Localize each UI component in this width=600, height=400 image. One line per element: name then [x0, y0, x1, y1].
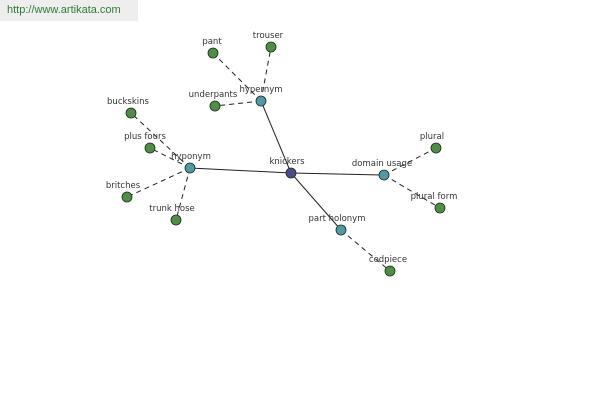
node-codpiece[interactable]: codpiece [369, 255, 407, 277]
leaf-node-circle[interactable] [384, 265, 396, 277]
leaf-node-circle[interactable] [144, 142, 156, 154]
relation-node-circle[interactable] [378, 169, 390, 181]
node-knickers[interactable]: knickers [269, 157, 305, 179]
node-trunk-hose[interactable]: trunk hose [149, 204, 195, 226]
edge-hyponym-britches [126, 167, 191, 198]
relation-node-label: part holonym [309, 214, 366, 224]
leaf-node-label: plus fours [124, 132, 166, 142]
graph-edges [126, 46, 441, 272]
site-url-link[interactable]: http://www.artikata.com [7, 4, 121, 16]
edge-hyponym-plus-fours [149, 147, 191, 169]
leaf-node-label: codpiece [369, 255, 407, 265]
leaf-node-circle[interactable] [430, 142, 442, 154]
relation-node-label: domain usage [352, 159, 412, 169]
leaf-node-circle[interactable] [207, 47, 219, 59]
node-plural-form[interactable]: plural form [411, 192, 458, 214]
relation-node-circle[interactable] [335, 224, 347, 236]
node-pant[interactable]: pant [202, 37, 222, 59]
leaf-node-label: trunk hose [149, 204, 194, 214]
leaf-node-circle[interactable] [265, 41, 277, 53]
node-hypernym[interactable]: hypernym [239, 85, 283, 107]
edge-hypernym-underpants [214, 100, 262, 107]
relation-node-circle[interactable] [255, 95, 267, 107]
leaf-node-circle[interactable] [170, 214, 182, 226]
edge-hypernym-pant [212, 52, 262, 102]
node-part-holonym[interactable]: part holonym [309, 214, 366, 236]
node-britches[interactable]: britches [106, 181, 141, 203]
edge-hypernym-trouser [260, 46, 272, 102]
leaf-node-circle[interactable] [434, 202, 446, 214]
edge-domain-usage-plural [383, 147, 437, 176]
node-plural[interactable]: plural [420, 132, 444, 154]
edge-hyponym-buckskins [130, 112, 191, 169]
relation-node-label: hypernym [239, 85, 282, 95]
leaf-node-label: britches [106, 181, 141, 191]
node-hyponym[interactable]: hyponym [171, 152, 211, 174]
leaf-node-label: underpants [189, 90, 238, 100]
node-trouser[interactable]: trouser [253, 31, 284, 53]
graph-nodes: pant trouser underpants buckskins plus fours… [106, 31, 458, 277]
edge-knickers-hypernym [260, 100, 292, 174]
center-node-circle[interactable] [285, 167, 297, 179]
relation-node-circle[interactable] [184, 162, 196, 174]
edge-knickers-hyponym [189, 167, 292, 174]
edge-domain-usage-plural-form [383, 174, 441, 209]
leaf-node-label: pant [202, 37, 222, 47]
leaf-node-label: trouser [253, 31, 284, 41]
center-node-label: knickers [269, 157, 305, 167]
relation-node-label: hyponym [171, 152, 211, 162]
leaf-node-label: buckskins [107, 97, 149, 107]
node-plus-fours[interactable]: plus fours [124, 132, 166, 154]
leaf-node-circle[interactable] [125, 107, 137, 119]
edge-knickers-domain-usage [290, 172, 385, 176]
leaf-node-label: plural form [411, 192, 458, 202]
node-domain-usage[interactable]: domain usage [352, 159, 412, 181]
edge-knickers-part-holonym [290, 172, 342, 231]
leaf-node-circle[interactable] [209, 100, 221, 112]
url-banner: http://www.artikata.com [0, 0, 138, 21]
leaf-node-circle[interactable] [121, 191, 133, 203]
leaf-node-label: plural [420, 132, 444, 142]
edge-part-holonym-codpiece [340, 229, 391, 272]
node-underpants[interactable]: underpants [189, 90, 238, 112]
node-buckskins[interactable]: buckskins [107, 97, 150, 119]
